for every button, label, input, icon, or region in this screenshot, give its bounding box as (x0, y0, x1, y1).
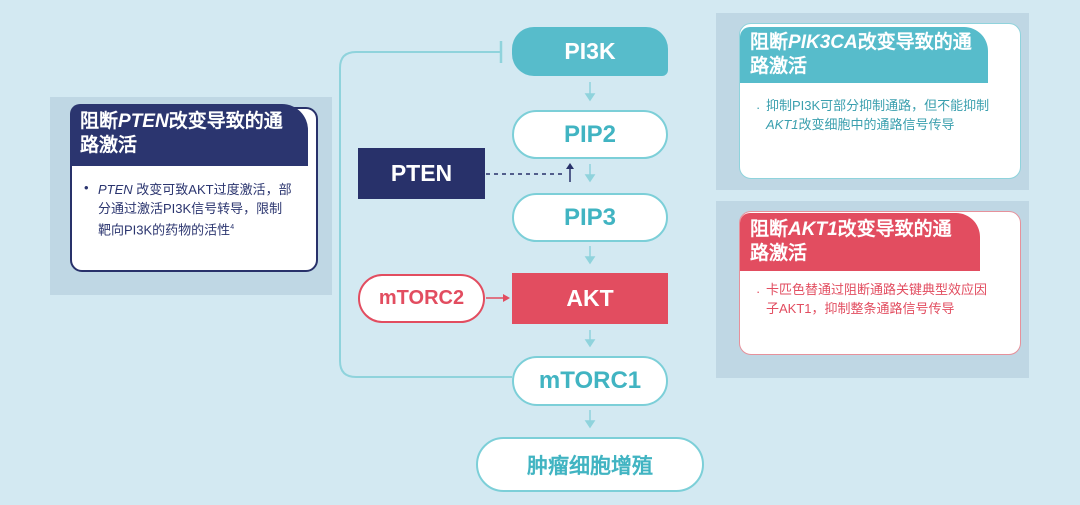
arrow-mtorc2-akt (503, 294, 510, 302)
node-pten: PTEN (358, 148, 485, 199)
card-akt1-title: 阻断AKT1改变导致的通路激活 (740, 213, 980, 271)
arrow-pip2-pip3 (584, 174, 596, 183)
bullet-icon: • (84, 180, 89, 195)
title-suffix: 改变导致的通路激活 (80, 111, 283, 156)
arrow-akt-mtorc1 (584, 339, 596, 348)
card-pik3ca-title: 阻断PIK3CA改变导致的通路激活 (740, 27, 988, 83)
bullet-icon: · (756, 284, 761, 299)
node-label: PI3K (564, 38, 616, 64)
node-label: PIP2 (563, 120, 617, 148)
title-gene: PIK3CA (788, 32, 858, 53)
node-label: PTEN (390, 160, 453, 186)
body-text: 改变细胞中的通路信号传导 (798, 117, 955, 132)
node-label: PIP3 (563, 203, 617, 231)
title-suffix: 改变导致的通路激活 (750, 219, 952, 264)
body-text: 卡匹色替通过阻断通路关键典型效应因子AKT1，抑制整条通路信号传导 (766, 282, 988, 316)
bullet-icon: · (756, 100, 761, 115)
body-text: 改变可致AKT过度激活，部分通过激活PI3K信号转导，限制靶向PI3K的药物的活… (98, 182, 292, 238)
node-tumor-proliferation: 肿瘤细胞增殖 (476, 437, 704, 492)
node-label: 肿瘤细胞增殖 (527, 454, 653, 478)
body-text: 抑制PI3K可部分抑制通路，但不能抑制 (766, 98, 990, 113)
feedback-loop-line (339, 51, 512, 378)
card-akt1-body: 卡匹色替通过阻断通路关键典型效应因子AKT1，抑制整条通路信号传导 (766, 280, 992, 318)
arrow-pip3-pip2-up (566, 163, 574, 169)
body-gene: PTEN (98, 182, 133, 197)
title-gene: PTEN (118, 111, 169, 132)
arrow-pi3k-pip2 (584, 93, 596, 102)
node-mtorc2: mTORC2 (358, 274, 485, 323)
title-gene: AKT1 (788, 219, 838, 240)
node-akt: AKT (512, 273, 668, 324)
card-pten-body: PTEN 改变可致AKT过度激活，部分通过激活PI3K信号转导，限制靶向PI3K… (98, 180, 294, 239)
node-mtorc1: mTORC1 (512, 356, 668, 406)
title-prefix: 阻断 (750, 32, 789, 53)
node-pip3: PIP3 (512, 193, 668, 242)
node-pip2: PIP2 (512, 110, 668, 159)
node-label: AKT (566, 285, 614, 311)
node-label: mTORC2 (378, 287, 465, 309)
title-suffix: 改变导致的通路激活 (750, 32, 972, 77)
node-label: mTORC1 (538, 367, 642, 394)
arrow-pip3-akt (584, 256, 596, 265)
card-pik3ca-body: 抑制PI3K可部分抑制通路，但不能抑制 AKT1改变细胞中的通路信号传导 (766, 96, 992, 134)
body-gene: AKT1 (766, 117, 799, 132)
node-pi3k: PI3K (512, 27, 668, 76)
footnote: 4 (230, 224, 235, 231)
title-prefix: 阻断 (80, 111, 119, 132)
title-prefix: 阻断 (750, 219, 789, 240)
card-pten-title: 阻断PTEN改变导致的通路激活 (70, 104, 308, 166)
arrow-mtorc1-tumor (584, 420, 596, 429)
